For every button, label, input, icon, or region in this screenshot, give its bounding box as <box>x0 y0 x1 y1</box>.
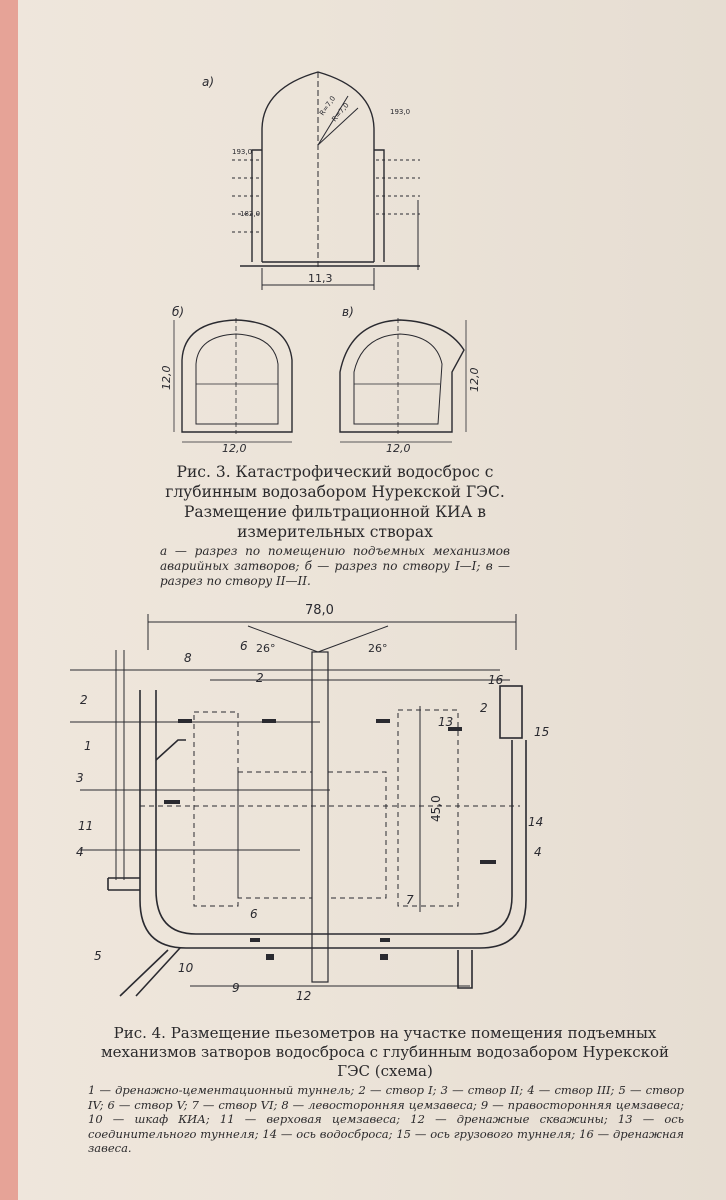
callout-7: 7 <box>406 893 414 907</box>
fig3a-panel-label: а) <box>202 75 214 89</box>
fig3b-panel-label: б) <box>172 305 184 319</box>
fig4-length-dimension: 78,0 <box>305 603 334 618</box>
callout-4-left: 4 <box>76 845 84 859</box>
callout-6-lower: 6 <box>250 907 258 921</box>
callout-4-right: 4 <box>534 845 542 859</box>
fig4-angle-left: 26° <box>256 642 276 655</box>
fig4-callouts: 2 1 3 11 4 5 10 9 12 6 7 6 8 2 16 2 13 1… <box>76 639 549 1003</box>
callout-2-left: 2 <box>80 693 88 707</box>
fig4-chambers <box>140 709 520 907</box>
callout-3: 3 <box>76 771 84 785</box>
callout-16: 16 <box>488 673 504 687</box>
fig4-caption: Рис. 4. Размещение пьезометров на участк… <box>100 1024 670 1080</box>
fig3a-width-dimension: 11,3 <box>308 272 333 285</box>
fig4-curtain-lines <box>70 650 510 987</box>
fig3v-outline <box>339 318 467 443</box>
fig3-legend: а — разрез по помещению подъемных механи… <box>160 544 510 588</box>
callout-9: 9 <box>232 981 240 995</box>
callout-10: 10 <box>178 961 194 975</box>
callout-13: 13 <box>438 715 453 729</box>
fig3-caption: Рис. 3. Катастрофический водосброс с глу… <box>165 463 505 541</box>
callout-14: 14 <box>528 815 543 829</box>
callout-6-upper: 6 <box>240 639 248 653</box>
fig3a-elevation-left: 193,0 <box>232 148 252 156</box>
callout-8: 8 <box>184 651 192 665</box>
callout-5: 5 <box>94 949 102 963</box>
fig4-tunnel-outline <box>107 685 527 997</box>
fig4-connecting-tunnel <box>311 651 329 983</box>
fig3v-height-dimension: 12,0 <box>468 368 481 393</box>
fig4-piezometer-marks <box>164 719 496 960</box>
callout-11: 11 <box>78 819 93 833</box>
callout-2-right: 2 <box>480 701 488 715</box>
callout-15: 15 <box>534 725 549 739</box>
fig3a-outline <box>240 71 420 290</box>
fig4-height-dimension: 45,0 <box>429 795 443 822</box>
callout-12: 12 <box>296 989 311 1003</box>
fig3a-elevation-right: 193,0 <box>390 108 410 116</box>
fig4-angle-right: 26° <box>368 642 388 655</box>
fig3b-outline <box>173 318 293 443</box>
fig3b-height-dimension: 12,0 <box>160 366 173 391</box>
callout-2-mid: 2 <box>256 671 264 685</box>
fig3b-width-dimension: 12,0 <box>222 442 247 455</box>
page-edge-strip <box>0 0 18 1200</box>
fig4-dimension-lines <box>147 614 517 912</box>
callout-1: 1 <box>84 739 92 753</box>
fig3v-width-dimension: 12,0 <box>386 442 411 455</box>
fig3v-panel-label: в) <box>342 305 354 319</box>
fig4-legend: 1 — дренажно-цементационный туннель; 2 —… <box>88 1083 684 1155</box>
fig3a-elevation-lower: 182,0 <box>240 210 260 218</box>
